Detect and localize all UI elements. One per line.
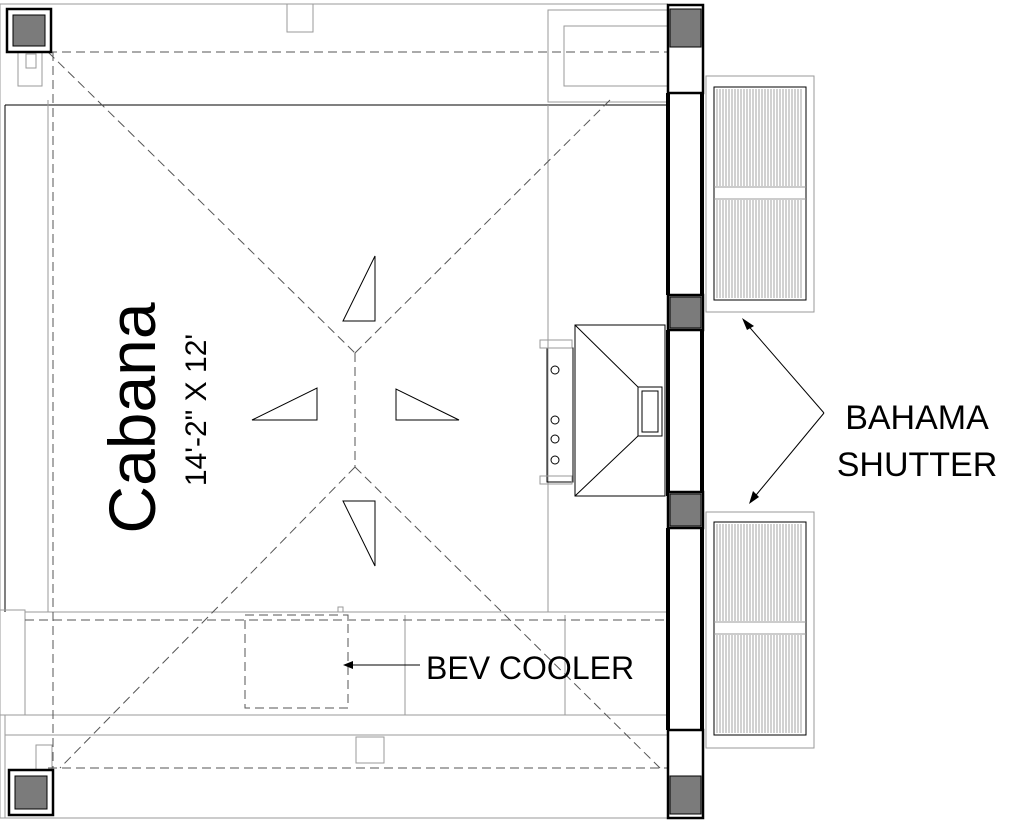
slope-arrow-left xyxy=(251,387,318,421)
post-mid-top xyxy=(666,293,705,332)
right-side-wall xyxy=(666,4,704,818)
slope-arrow-right xyxy=(395,388,460,421)
cooler-label: BEV COOLER xyxy=(426,650,634,686)
post-bottom-right xyxy=(666,728,705,820)
cooler-callout-leader xyxy=(343,661,420,669)
shutter-bottom xyxy=(705,511,815,749)
post-mid-bottom xyxy=(666,490,705,530)
shutter-label-line2: SHUTTER xyxy=(837,446,998,484)
roof-slope-indicators xyxy=(251,255,460,567)
shutter-callout-leaders xyxy=(742,318,825,504)
slope-arrow-up xyxy=(342,255,376,322)
post-bottom-left xyxy=(7,768,55,817)
bev-cooler-outline xyxy=(244,606,349,709)
slope-arrow-down xyxy=(342,500,376,567)
roof-dashed-lines xyxy=(25,51,668,769)
shutter-label-line1: BAHAMA xyxy=(845,399,989,437)
post-top-right xyxy=(666,3,705,95)
post-top-left xyxy=(5,7,53,54)
grill-unit xyxy=(539,324,666,497)
bottom-beam xyxy=(0,609,668,818)
room-dimensions: 14'-2" X 12' xyxy=(180,334,213,486)
corner-posts xyxy=(5,3,705,820)
room-name: Cabana xyxy=(95,302,169,533)
shutter-top xyxy=(705,75,815,313)
grill-knobs xyxy=(550,365,560,465)
